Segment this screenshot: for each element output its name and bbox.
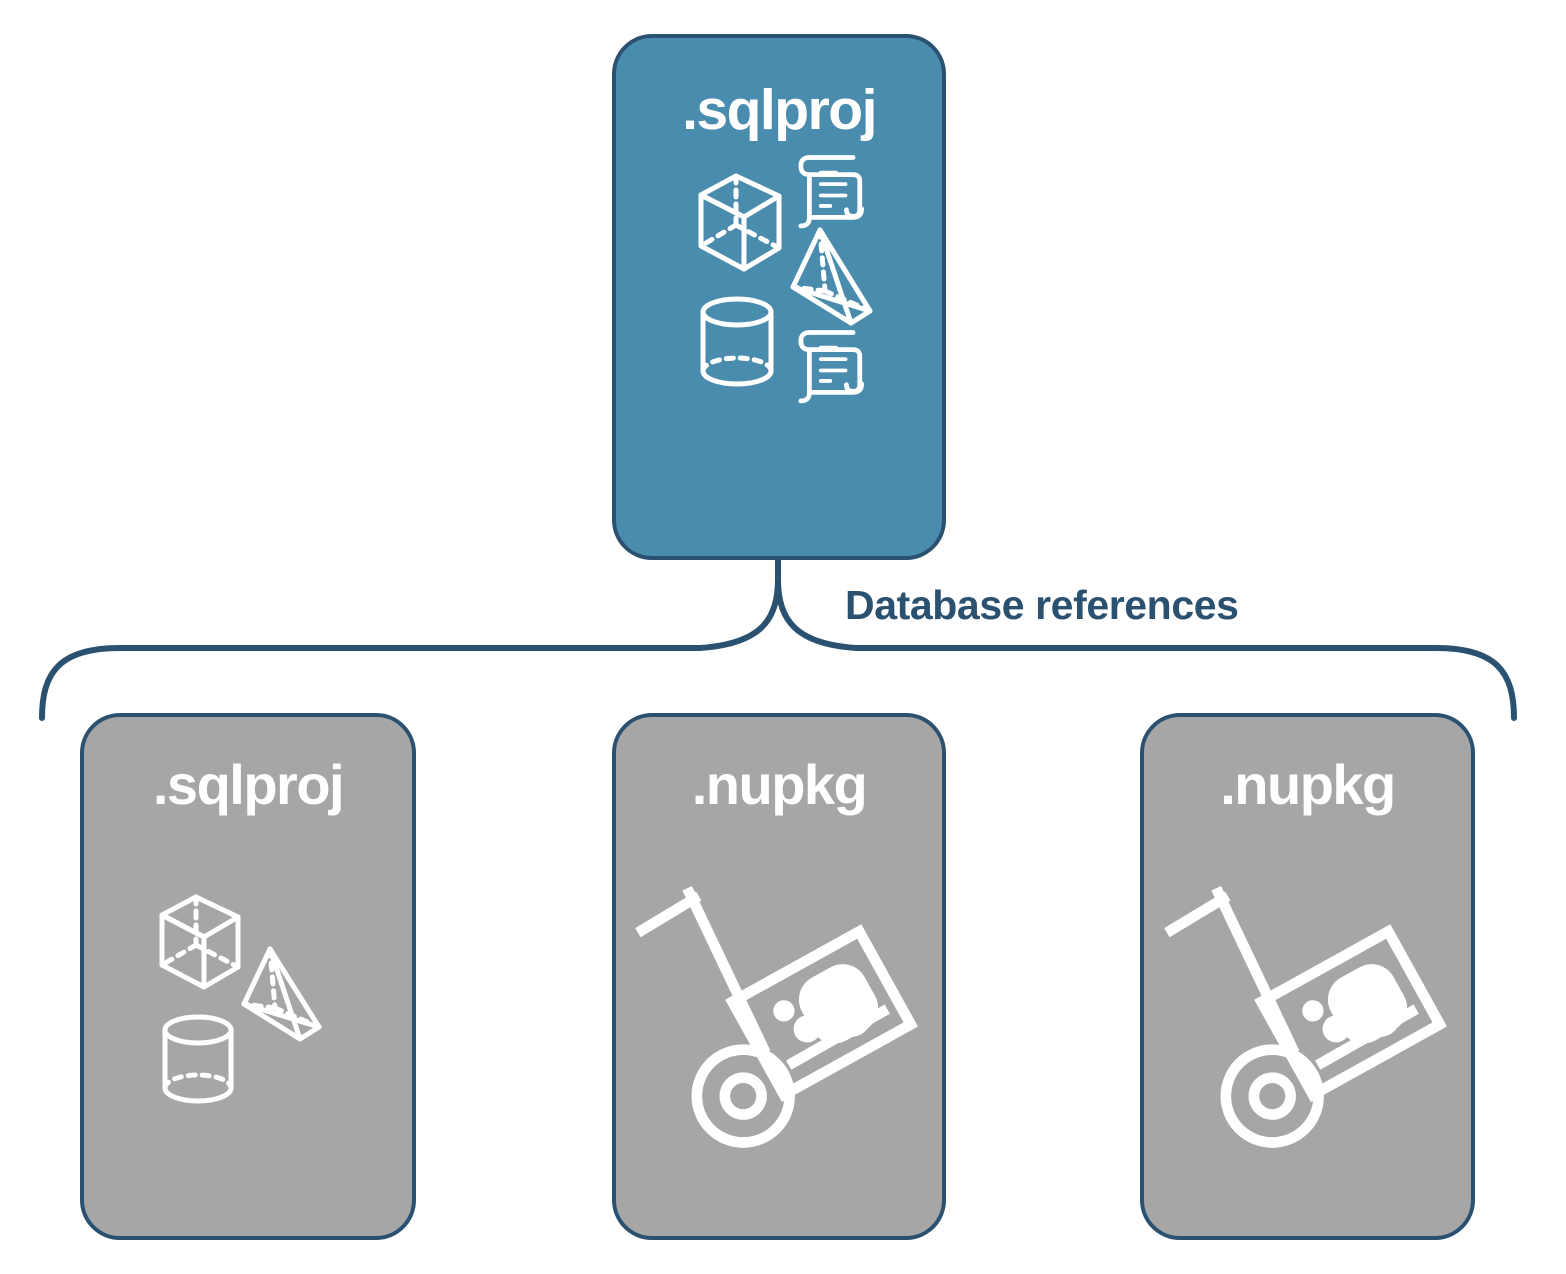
- brace-label: Database references: [845, 582, 1239, 628]
- scroll-icon: [798, 330, 865, 404]
- cylinder-icon: [700, 296, 774, 387]
- nuget-logo-dots: [1301, 964, 1407, 1044]
- pyramid-icon: [241, 946, 322, 1042]
- reference-icon-cluster: [616, 813, 942, 1236]
- root-icon-cluster: [616, 139, 942, 556]
- node-title: .sqlproj: [682, 78, 877, 142]
- pyramid-icon: [790, 227, 873, 326]
- reference-icon-cluster: [84, 813, 412, 1236]
- node-nupkg-reference-2[interactable]: .nupkg: [1140, 713, 1475, 1240]
- cube-icon: [159, 894, 241, 990]
- node-title: .nupkg: [1220, 753, 1396, 816]
- node-nupkg-reference-1[interactable]: .nupkg: [612, 713, 946, 1240]
- node-sqlproj-root[interactable]: .sqlproj: [612, 34, 946, 560]
- database-objects-icon-group: [159, 894, 322, 1104]
- database-objects-icon-group: [698, 155, 873, 404]
- hand-truck-package-icon: [1163, 885, 1447, 1148]
- reference-icon-cluster: [1144, 813, 1471, 1236]
- cube-icon: [698, 173, 782, 272]
- nuget-logo-dots: [773, 964, 879, 1044]
- node-sqlproj-reference[interactable]: .sqlproj: [80, 713, 416, 1240]
- node-title: .nupkg: [691, 753, 868, 816]
- cylinder-icon: [162, 1014, 234, 1104]
- brace-left-arm: [39, 577, 781, 721]
- node-title: .sqlproj: [152, 753, 345, 816]
- hand-truck-package-icon: [635, 885, 919, 1148]
- scroll-icon: [798, 155, 865, 229]
